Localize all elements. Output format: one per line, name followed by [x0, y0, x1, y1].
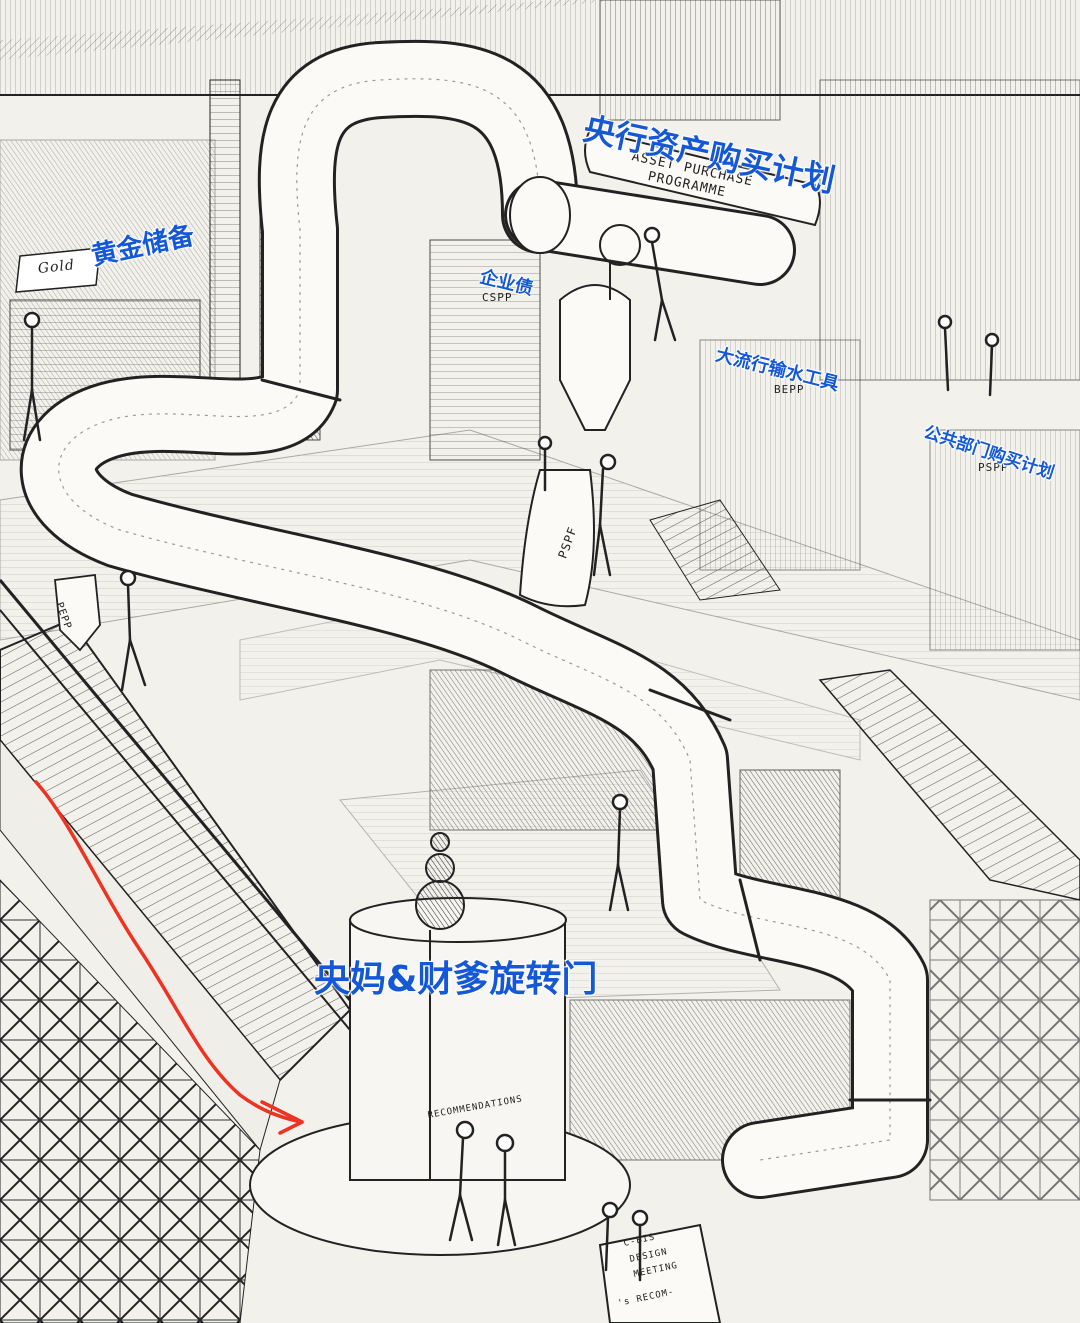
figure-pepp — [119, 569, 147, 692]
pepp-tank — [54, 573, 101, 652]
figure-lower-chamber — [608, 793, 630, 912]
gold-sign: Gold — [37, 257, 76, 277]
figure-gold-room — [22, 311, 42, 442]
label-revolving-door: 央妈&财爹旋转门 — [314, 959, 598, 1000]
asset-purchase-sign — [584, 128, 821, 227]
meeting-tube — [598, 1223, 722, 1323]
right-staircase — [818, 669, 1080, 901]
figure-tank-operator — [643, 226, 677, 342]
cspp-sign: CSPP — [482, 291, 513, 304]
figure-shelf-1 — [937, 314, 953, 392]
figures — [22, 226, 1000, 1282]
main-staircase — [0, 579, 352, 1323]
ceiling-structure — [0, 0, 1080, 441]
red-arrow — [34, 780, 304, 1135]
figure-meeting-1 — [601, 1201, 619, 1272]
figure-door-1 — [448, 1120, 475, 1242]
revolving-door — [249, 832, 631, 1256]
figure-sack-holder-1 — [537, 435, 553, 492]
pspf-sack — [518, 469, 595, 608]
bepp-sign: BEPP — [774, 383, 805, 396]
figure-sack-holder-2 — [592, 453, 617, 577]
pspp-sign: PSPP — [978, 461, 1009, 474]
figure-door-2 — [495, 1133, 517, 1247]
center-stair — [649, 499, 781, 601]
figure-meeting-2 — [631, 1209, 649, 1282]
hopper-tank — [559, 224, 641, 431]
figure-shelf-2 — [984, 332, 1000, 397]
main-pipe — [19, 39, 932, 1199]
